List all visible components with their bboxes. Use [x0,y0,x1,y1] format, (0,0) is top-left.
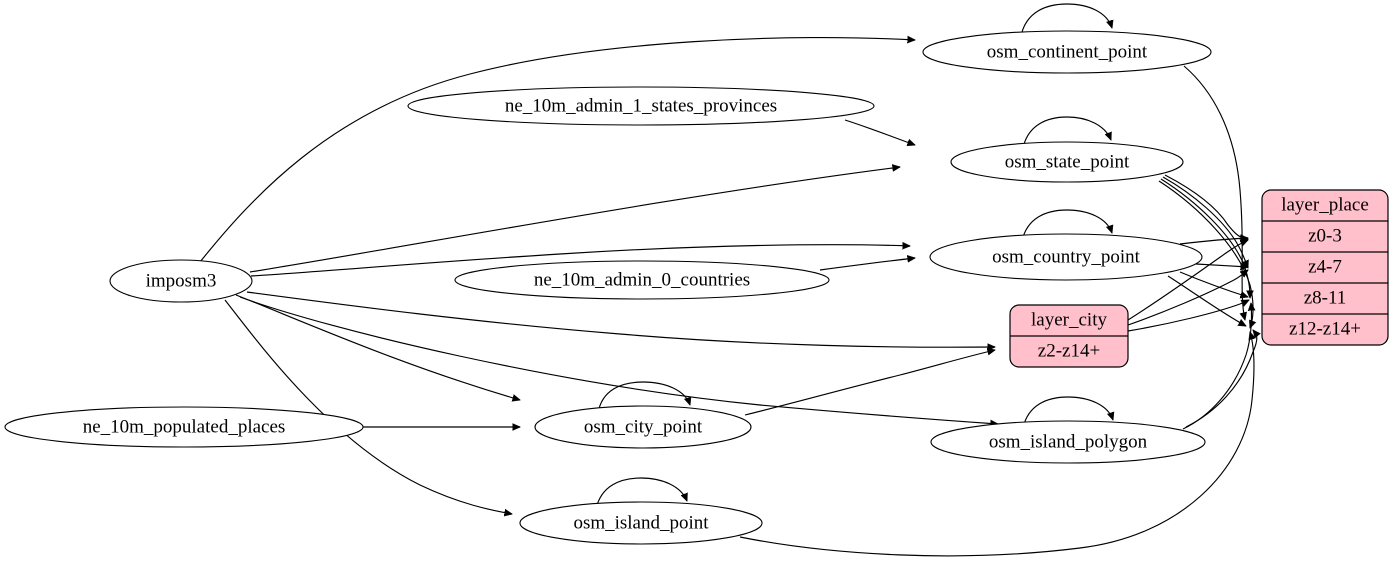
edge-osm_island_polygon-to-layer_place-z8 [1182,303,1251,430]
edge-osm_state_point-to-layer_place-z8 [1160,178,1250,298]
node-ne_10m_populated_places[interactable]: ne_10m_populated_places [4,406,364,448]
edge-imposm3-to-osm_island_point [224,299,512,514]
edge-layer_city-to-layer_place-z4 [1127,270,1248,326]
node-shape-osm-continent-point[interactable] [922,30,1212,74]
node-osm_island_point[interactable]: osm_island_point [519,501,763,545]
node-shape-osm-state-point[interactable] [950,141,1184,183]
node-osm_city_point[interactable]: osm_city_point [534,405,752,449]
edge-osm_country_point-to-layer_place-z4 [1195,264,1248,267]
node-label-osm-country-point: osm_country_point [992,246,1140,267]
edge-layer [199,3,1257,557]
node-label-imposm3: imposm3 [146,270,217,291]
record-row-layer_place-z4-7[interactable]: z4-7 [1308,256,1342,277]
node-shape-imposm3[interactable] [109,259,253,303]
node-osm_country_point[interactable]: osm_country_point [929,233,1203,281]
edge-imposm3-to-osm_state_point [249,167,900,273]
edge-osm_island_point-to-layer_place-z12 [739,332,1254,557]
edge-imposm3-to-osm_island_polygon [239,296,998,424]
edge-osm_country_point-to-layer_place-z12 [1167,275,1246,326]
node-shape-osm-island-point[interactable] [519,501,763,545]
node-shape-ne-states[interactable] [407,86,875,126]
node-label-ne-states: ne_10m_admin_1_states_provinces [505,95,777,116]
record-box-layer_place[interactable] [1261,189,1389,346]
node-ne_10m_admin_1_states_provinces[interactable]: ne_10m_admin_1_states_provinces [407,86,875,126]
node-shape-osm-country-point[interactable] [929,233,1203,281]
edge-osm_state_point-to-layer_place-z0 [1164,174,1248,239]
node-ne_10m_admin_0_countries[interactable]: ne_10m_admin_0_countries [454,260,830,300]
edge-selfloop-osm_country_point [1021,209,1112,242]
node-label-osm-state-point: osm_state_point [1005,151,1130,172]
edge-ne_countries-to-osm_country_point [819,258,915,271]
node-imposm3[interactable]: imposm3 [109,259,253,303]
edge-osm_city_point-to-layer_city [744,350,995,416]
record-row-layer_place-z0-3[interactable]: z0-3 [1308,225,1342,246]
node-shape-ne-countries[interactable] [454,260,830,300]
record-row-layer_city-title: layer_city [1031,309,1107,330]
node-label-osm-city-point: osm_city_point [584,416,703,437]
node-osm_continent_point[interactable]: osm_continent_point [922,30,1212,74]
edge-selfloop-osm_island_point [595,477,687,510]
edge-osm_continent_point-to-layer_place-z12 [1183,65,1245,320]
node-layer: imposm3 ne_10m_admin_1_states_provinces … [4,30,1212,545]
record-row-layer_city-z2-z14[interactable]: z2-z14+ [1038,340,1100,361]
edge-osm_state_point-to-layer_place-z4 [1162,176,1248,268]
record-row-layer_place-z12-z14[interactable]: z12-z14+ [1289,318,1361,339]
node-osm_island_polygon[interactable]: osm_island_polygon [930,420,1206,464]
edge-osm_island_polygon-to-layer_place-z12 [1185,330,1257,428]
edge-layer_city-to-layer_place-z0 [1127,239,1248,321]
node-shape-osm-city-point[interactable] [534,405,752,449]
node-label-osm-continent-point: osm_continent_point [987,41,1148,62]
record-layer_place[interactable]: layer_place z0-3 z4-7 z8-11 z12-z14+ [1261,189,1389,346]
edge-osm_country_point-to-layer_place-z0 [1179,238,1248,245]
edge-imposm3-to-layer_city [246,291,995,347]
record-row-layer_place-z8-11[interactable]: z8-11 [1304,287,1347,308]
edge-selfloop-osm_island_polygon [1022,396,1113,429]
record-layer: layer_place z0-3 z4-7 z8-11 z12-z14+ lay… [1009,189,1389,368]
record-row-layer_place-title: layer_place [1281,194,1369,215]
edge-selfloop-osm_city_point [597,381,690,414]
node-shape-ne-places[interactable] [4,406,364,448]
edge-imposm3-to-osm_city_point [235,294,520,400]
edge-osm_country_point-to-layer_place-z8 [1179,271,1248,297]
edge-selfloop-osm_continent_point [1020,3,1112,37]
node-label-osm-island-point: osm_island_point [573,512,709,533]
edge-layer_city-to-layer_place-z8 [1127,299,1249,332]
edge-imposm3-to-osm_country_point [250,245,910,277]
node-shape-osm-island-polygon[interactable] [930,420,1206,464]
record-layer_city[interactable]: layer_city z2-z14+ [1009,304,1129,368]
edge-imposm3-to-osm_continent_point [199,38,915,263]
node-label-ne-countries: ne_10m_admin_0_countries [534,269,750,290]
node-label-ne-places: ne_10m_populated_places [83,416,286,437]
node-label-osm-island-polygon: osm_island_polygon [989,431,1148,452]
edge-ne_states-to-osm_state_point [844,119,915,145]
node-osm_state_point[interactable]: osm_state_point [950,141,1184,183]
edge-selfloop-osm_state_point [1022,116,1111,149]
